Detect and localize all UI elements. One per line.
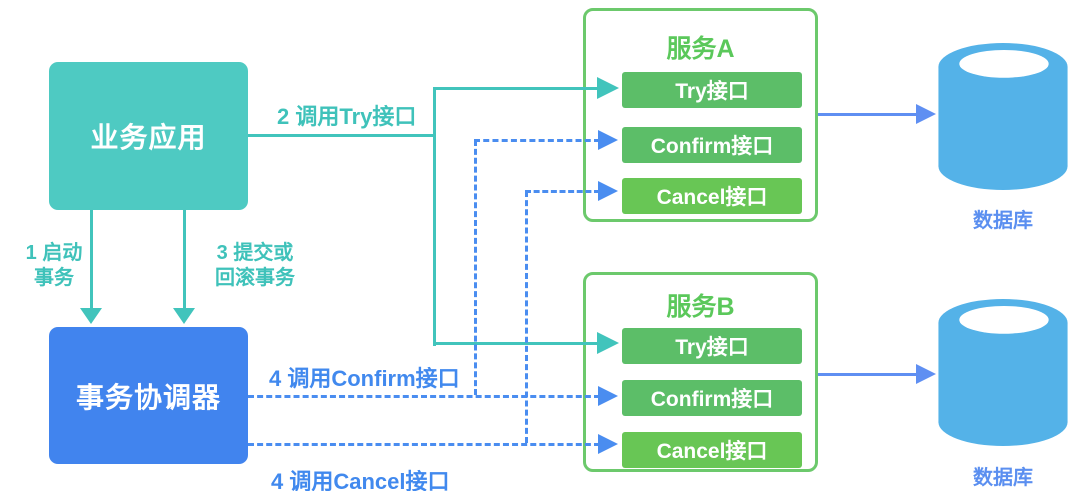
call-confirm-service-b-arrowhead-icon xyxy=(598,386,618,406)
transaction-coordinator-label: 事务协调器 xyxy=(75,381,221,413)
transaction-coordinator-node: 事务协调器 xyxy=(49,327,248,464)
database-b-label: 数据库 xyxy=(973,467,1033,489)
service-b-try-button: Try接口 xyxy=(622,328,802,364)
call-try-service-a-arrowhead-icon xyxy=(597,77,619,99)
business-app-node: 业务应用 xyxy=(49,62,248,210)
call-try-edge-from-app xyxy=(248,134,434,137)
commit-rollback-label-line2: 回滚事务 xyxy=(215,267,295,289)
start-transaction-edge xyxy=(90,210,93,310)
call-try-edge-label: 2 调用Try接口 xyxy=(277,104,417,129)
service-a-try-button: Try接口 xyxy=(622,72,802,108)
call-cancel-service-a-arrowhead-icon xyxy=(598,181,618,201)
service-b-try-label: Try接口 xyxy=(675,336,749,359)
database-a-icon xyxy=(938,42,1068,191)
commit-rollback-edge xyxy=(183,210,186,310)
service-b-confirm-button: Confirm接口 xyxy=(622,380,802,416)
database-a-label: 数据库 xyxy=(973,210,1033,232)
service-a-cancel-label: Cancel接口 xyxy=(656,186,768,209)
service-b-cancel-button: Cancel接口 xyxy=(622,432,802,468)
call-cancel-service-b-arrowhead-icon xyxy=(598,434,618,454)
call-cancel-edge-label: 4 调用Cancel接口 xyxy=(271,469,450,491)
service-a-confirm-button: Confirm接口 xyxy=(622,127,802,163)
call-try-edge-trunk xyxy=(433,87,436,346)
service-a-database-arrowhead-icon xyxy=(916,104,936,124)
call-try-edge-to-service-a xyxy=(433,87,598,90)
call-confirm-edge-label: 4 调用Confirm接口 xyxy=(269,366,460,391)
business-app-label: 业务应用 xyxy=(90,122,207,153)
call-try-edge-to-service-b xyxy=(433,342,598,345)
service-a-box: 服务A Try接口 Confirm接口 Cancel接口 xyxy=(583,8,818,222)
call-confirm-edge-riser xyxy=(474,140,477,395)
commit-rollback-arrowhead-icon xyxy=(173,308,195,324)
call-confirm-edge-to-service-a xyxy=(474,139,600,142)
start-transaction-label-line2: 事务 xyxy=(34,267,74,289)
service-a-try-label: Try接口 xyxy=(675,80,749,103)
service-b-box: 服务B Try接口 Confirm接口 Cancel接口 xyxy=(583,272,818,472)
service-b-database-arrowhead-icon xyxy=(916,364,936,384)
service-b-cancel-label: Cancel接口 xyxy=(656,440,768,463)
call-cancel-edge-to-service-b xyxy=(248,443,600,446)
service-a-cancel-button: Cancel接口 xyxy=(622,178,802,214)
start-transaction-edge-label: 1 启动 事务 xyxy=(8,241,100,291)
service-b-to-database-edge xyxy=(818,373,918,376)
commit-rollback-label-line1: 3 提交或 xyxy=(216,242,294,264)
call-confirm-service-a-arrowhead-icon xyxy=(598,130,618,150)
service-a-confirm-label: Confirm接口 xyxy=(650,135,774,158)
call-try-service-b-arrowhead-icon xyxy=(597,332,619,354)
commit-rollback-edge-label: 3 提交或 回滚事务 xyxy=(200,241,310,291)
call-confirm-edge-to-service-b xyxy=(248,395,600,398)
call-cancel-edge-to-service-a xyxy=(525,190,600,193)
call-cancel-edge-riser xyxy=(525,191,528,443)
database-b-icon xyxy=(938,298,1068,447)
service-a-to-database-edge xyxy=(818,113,918,116)
service-b-confirm-label: Confirm接口 xyxy=(650,388,774,411)
service-b-title: 服务B xyxy=(666,293,735,321)
start-transaction-label-line1: 1 启动 xyxy=(25,242,83,264)
start-transaction-arrowhead-icon xyxy=(80,308,102,324)
service-a-title: 服务A xyxy=(666,35,735,63)
